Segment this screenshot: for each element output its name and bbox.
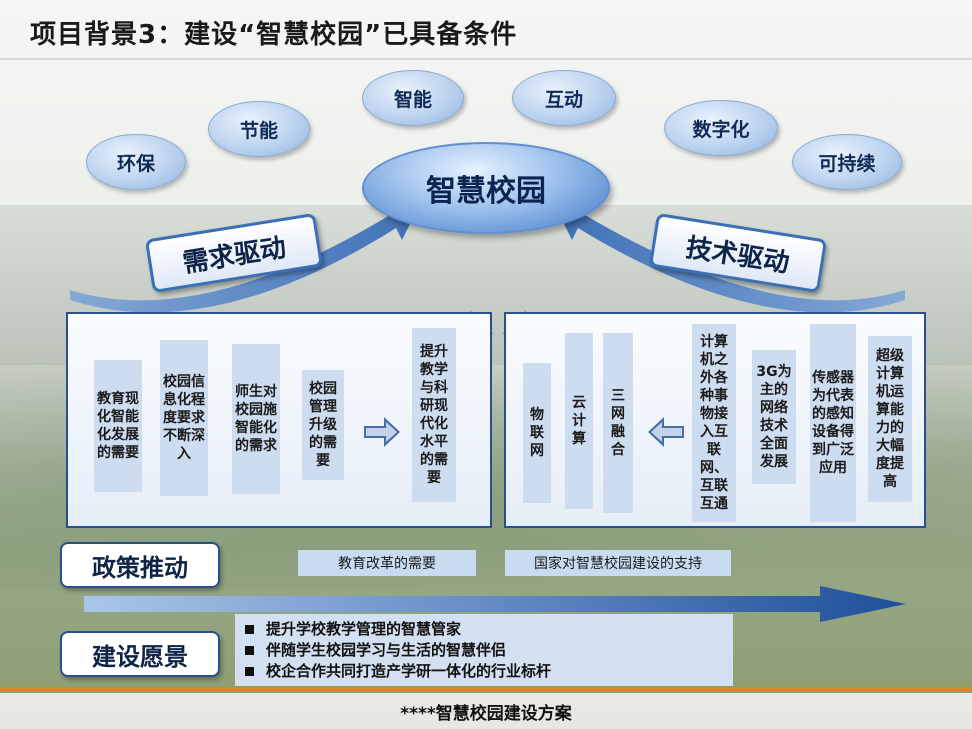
tech-col-supercomputer: 超级计算机运算能力的大幅度提高 xyxy=(868,336,912,502)
tech-arrow-left-icon xyxy=(648,417,684,447)
bubble-digital: 数字化 xyxy=(664,100,778,156)
header-divider xyxy=(0,58,972,60)
bullet-square-icon xyxy=(245,625,254,634)
demand-col-5: 提升教学与科研现代化水平的需要 xyxy=(412,328,456,502)
footer-divider xyxy=(0,687,972,691)
bubble-intelligent: 智能 xyxy=(362,70,464,126)
bubble-environment: 环保 xyxy=(86,134,186,190)
policy-drive-label: 政策推动 xyxy=(60,542,220,588)
demand-col-4: 校园管理升级的需要 xyxy=(302,370,344,480)
bullet-square-icon xyxy=(245,646,254,655)
vision-item: 校企合作共同打造产学研一体化的行业标杆 xyxy=(245,661,723,682)
center-smart-campus: 智慧校园 xyxy=(362,142,610,234)
right-swoosh xyxy=(556,205,905,313)
tech-col-sensor: 传感器为代表的感知设备得到广泛应用 xyxy=(810,324,856,522)
tech-col-3g: 3G为主的网络技术全面发展 xyxy=(752,350,796,484)
demand-col-2: 校园信息化程度要求不断深入 xyxy=(160,340,208,496)
policy-long-arrow xyxy=(84,586,906,622)
demand-col-1: 教育现化智能化发展的需要 xyxy=(94,360,142,492)
bubble-sustainable: 可持续 xyxy=(792,134,902,190)
demand-arrow-right-icon xyxy=(364,417,400,447)
tech-col-triple-play: 三网融合 xyxy=(603,333,633,513)
tech-col-cloud: 云计算 xyxy=(565,333,593,509)
footer-text: ****智慧校园建设方案 xyxy=(0,693,972,729)
bubble-interactive: 互动 xyxy=(512,70,616,126)
vision-item: 提升学校教学管理的智慧管家 xyxy=(245,619,723,640)
page-title: 项目背景3：建设“智慧校园”已具备条件 xyxy=(30,20,518,50)
demand-col-3: 师生对校园施智能化的需求 xyxy=(232,344,280,494)
policy-item-national-support: 国家对智慧校园建设的支持 xyxy=(505,550,731,576)
vision-label: 建设愿景 xyxy=(60,631,220,677)
left-swoosh xyxy=(70,205,418,313)
bubble-energy-saving: 节能 xyxy=(208,101,310,157)
tech-col-iot-detail: 计算机之外各种事物接入互联网、互联互通 xyxy=(692,324,736,522)
vision-list: 提升学校教学管理的智慧管家 伴随学生校园学习与生活的智慧伴侣 校企合作共同打造产… xyxy=(235,614,733,686)
vision-item: 伴随学生校园学习与生活的智慧伴侣 xyxy=(245,640,723,661)
tech-col-iot: 物联网 xyxy=(523,363,551,503)
policy-item-education-reform: 教育改革的需要 xyxy=(298,550,476,576)
bullet-square-icon xyxy=(245,667,254,676)
